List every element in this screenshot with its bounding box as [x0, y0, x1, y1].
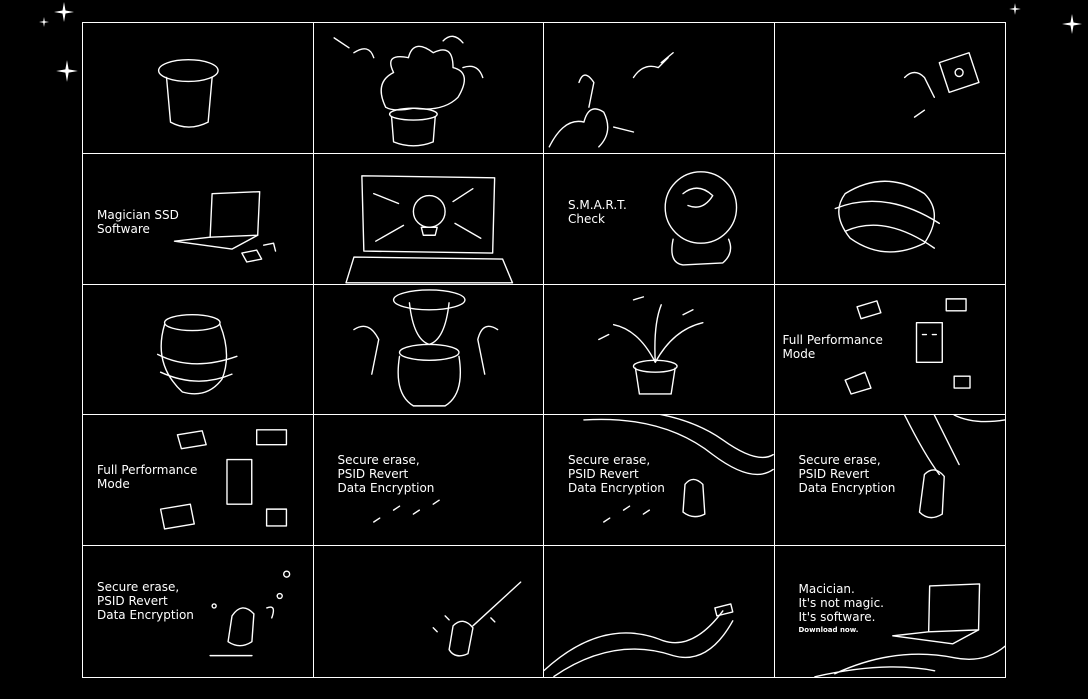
panel-r4c4: Secure erase, PSID Revert Data Encryptio…	[774, 415, 1005, 547]
cauldron-icon	[156, 313, 238, 395]
panel-r3c1	[83, 284, 314, 416]
space-invader-icon	[843, 297, 971, 395]
download-cta[interactable]: Download now.	[798, 626, 859, 635]
laptop-icon	[344, 174, 513, 284]
sparkle-icon	[56, 60, 78, 82]
rabbit-icon	[332, 35, 483, 147]
panel-r3c3	[544, 284, 775, 416]
panel-r5c1: Secure erase, PSID Revert Data Encryptio…	[83, 546, 314, 677]
sparkle-icon	[1062, 14, 1082, 34]
sparkle-icon	[54, 2, 74, 22]
panel-r2c3: S.M.A.R.T. Check	[544, 153, 775, 285]
panel-caption: Full Performance Mode	[97, 463, 198, 492]
panel-r1c2	[313, 23, 544, 154]
panel-caption: S.M.A.R.T. Check	[568, 197, 627, 226]
panel-r5c4: Macician. It's not magic. It's software.…	[775, 546, 1005, 677]
panel-caption: Secure erase, PSID Revert Data Encryptio…	[337, 453, 435, 496]
panel-caption: Macician. It's not magic. It's software.	[798, 582, 884, 625]
laptop-icon	[173, 190, 277, 263]
panel-r1c4	[774, 23, 1005, 154]
sparkle-icon	[39, 17, 49, 27]
cat-icon	[209, 570, 291, 657]
space-invader-icon	[159, 429, 288, 531]
laptop-icon	[813, 583, 1005, 677]
ssd-icon	[903, 52, 980, 118]
panel-r2c4	[774, 154, 1005, 285]
panel-caption: Secure erase, PSID Revert Data Encryptio…	[97, 580, 194, 623]
panel-caption: Secure erase, PSID Revert Data Encryptio…	[568, 453, 665, 496]
wizard-icon	[352, 288, 498, 407]
magic-wand-icon	[432, 581, 521, 657]
panel-r3c2	[313, 284, 544, 416]
panel-caption: Secure erase, PSID Revert Data Encryptio…	[798, 453, 896, 496]
panel-r4c3: Secure erase, PSID Revert Data Encryptio…	[544, 415, 775, 547]
storyboard-grid: Magician SSD Software S.M.A.R.T. Check	[82, 22, 1006, 678]
panel-r2c1: Magician SSD Software	[83, 153, 314, 285]
panel-r5c3	[544, 546, 775, 677]
panel-caption: Magician SSD Software	[97, 207, 179, 236]
panel-r5c2	[314, 546, 544, 677]
panel-r3c4: Full Performance Mode	[774, 285, 1005, 416]
panel-r4c2: Secure erase, PSID Revert Data Encryptio…	[313, 415, 544, 547]
crystal-ball-icon	[664, 170, 738, 266]
panel-r1c3	[544, 23, 775, 154]
panel-r2c2	[313, 153, 544, 285]
panel-caption: Full Performance Mode	[782, 332, 883, 361]
magic-hat-icon	[157, 58, 219, 128]
rabbit-icon	[548, 52, 674, 148]
binary-ribbon-icon	[583, 415, 774, 524]
cat-icon	[903, 415, 1005, 519]
sparkle-icon	[1009, 3, 1021, 15]
panel-r4c1: Full Performance Mode	[83, 415, 314, 547]
panel-r1c1	[83, 23, 314, 154]
